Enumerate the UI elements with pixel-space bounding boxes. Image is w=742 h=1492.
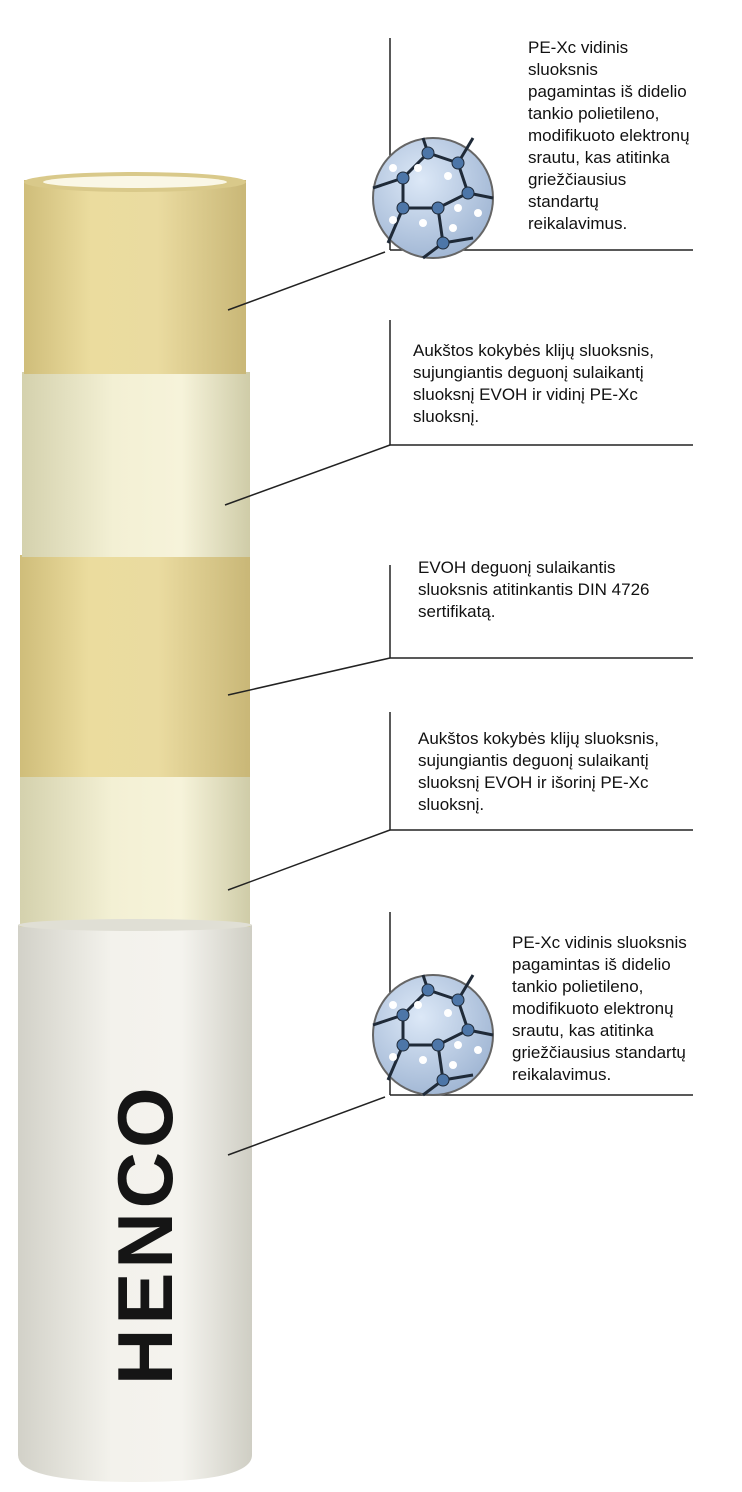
callout-line: Aukštos kokybės klijų sluoksnis, [413,341,654,360]
callout-line: PE-Xc vidinis [528,38,629,57]
inner-adhesive-layer [22,372,250,557]
callout-line: griežčiausius standartų [512,1043,686,1062]
callout-inner-adhesive: Aukštos kokybės klijų sluoksnis, sujungi… [413,340,654,428]
callout-line: PE-Xc vidinis sluoksnis [512,933,687,952]
callout-line: srautu, kas atitinka [512,1021,654,1040]
callout-line: sluoksnį EVOH ir išorinį PE-Xc [418,773,649,792]
callout-line: sertifikatą. [418,602,496,621]
callout-line: pagamintas iš didelio [528,82,687,101]
callout-line: srautu, kas atitinka [528,148,670,167]
callout-line: sluoksnį EVOH ir vidinį PE-Xc [413,385,638,404]
callout-line: modifikuoto elektronų [528,126,690,145]
callout-line: EVOH deguonį sulaikantis [418,558,616,577]
callout-line: sluoksnį. [413,407,480,426]
callout-line: sluoksnis [528,60,598,79]
callout-line: tankio polietileno, [512,977,644,996]
callout-line: Aukštos kokybės klijų sluoksnis, [418,729,659,748]
outer-pe-xc-layer [18,925,252,1482]
callout-line: standartų [528,192,599,211]
callout-line: tankio polietileno, [528,104,660,123]
callout-line: sujungiantis deguonį sulaikantį [418,751,649,770]
callout-line: reikalavimus. [528,214,628,233]
callout-line: griežčiausius [528,170,627,189]
henco-logo: HENCO [101,1083,189,1385]
callout-line: reikalavimus. [512,1065,612,1084]
inner-pe-xc-layer [24,180,246,374]
callout-line: sluoksnį. [418,795,485,814]
callout-evoh: EVOH deguonį sulaikantis sluoksnis atiti… [418,557,650,623]
callout-line: sujungiantis deguonį sulaikantį [413,363,644,382]
callout-outer-adhesive: Aukštos kokybės klijų sluoksnis, sujungi… [418,728,659,816]
callout-inner-pe-xc: PE-Xc vidinis sluoksnis pagamintas iš di… [528,37,690,235]
callout-line: sluoksnis atitinkantis DIN 4726 [418,580,650,599]
callout-line: modifikuoto elektronų [512,999,674,1018]
molecule-icon [371,136,495,260]
evoh-layer [20,555,250,777]
callout-outer-pe-xc: PE-Xc vidinis sluoksnis pagamintas iš di… [512,932,687,1086]
molecule-icon [371,973,495,1097]
callout-line: pagamintas iš didelio [512,955,671,974]
outer-adhesive-layer [20,775,250,927]
